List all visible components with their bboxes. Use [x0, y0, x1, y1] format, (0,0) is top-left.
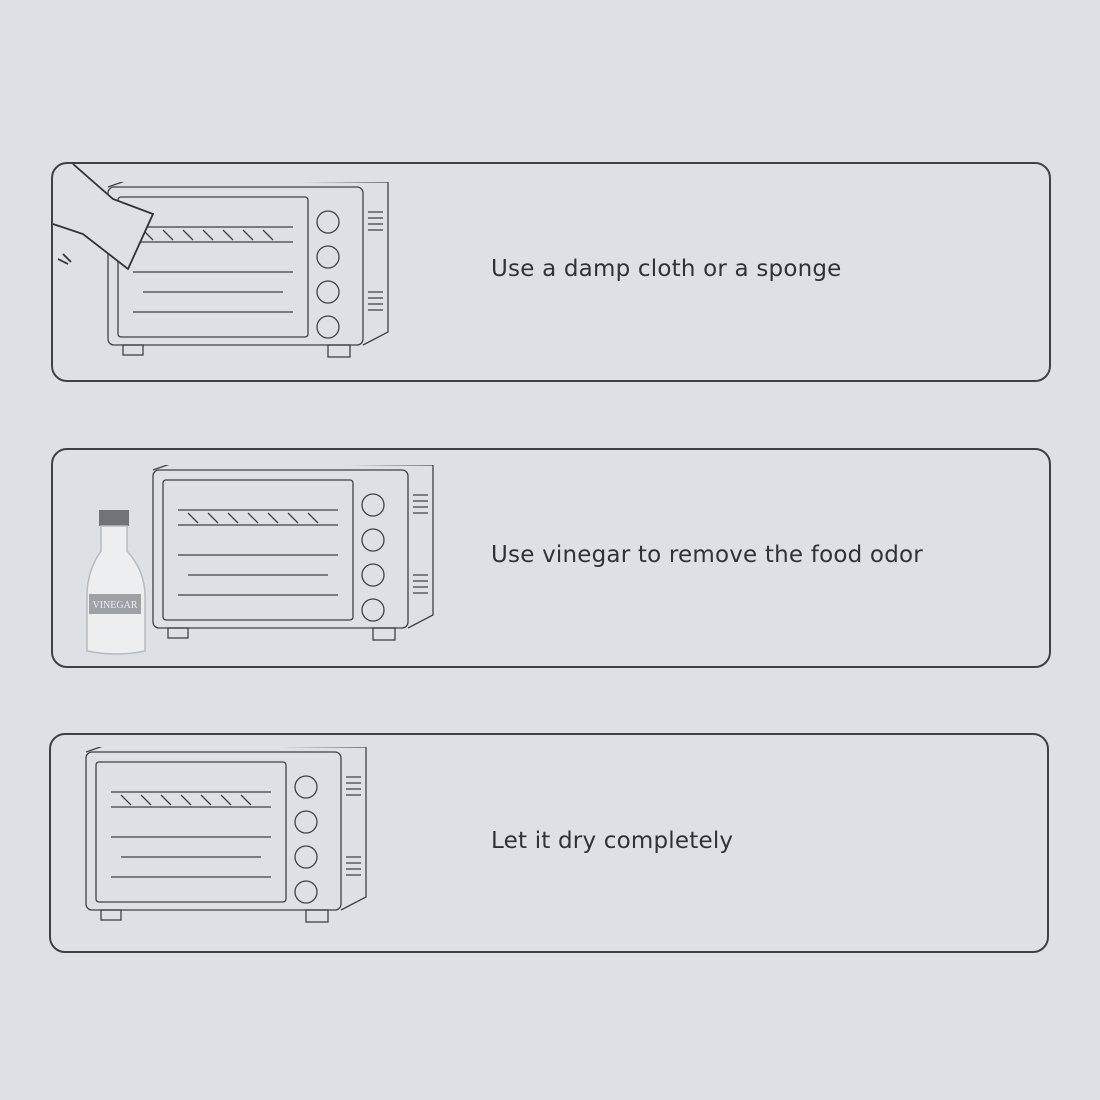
- step-card-1: Use a damp cloth or a sponge: [51, 162, 1051, 382]
- oven-illustration: [81, 747, 371, 942]
- oven-illustration: [103, 182, 393, 377]
- step-card-3: Let it dry completely: [49, 733, 1049, 953]
- oven-illustration: [148, 465, 438, 660]
- step-label: Let it dry completely: [491, 828, 734, 854]
- hand-with-cloth-icon: [53, 164, 163, 274]
- vinegar-bottle-icon: VINEGAR: [85, 506, 147, 661]
- step-card-2: VINEGAR Use vinegar to remove the food o…: [51, 448, 1051, 668]
- step-label: Use a damp cloth or a sponge: [491, 256, 842, 282]
- step-label: Use vinegar to remove the food odor: [491, 542, 923, 568]
- bottle-label: VINEGAR: [93, 600, 138, 611]
